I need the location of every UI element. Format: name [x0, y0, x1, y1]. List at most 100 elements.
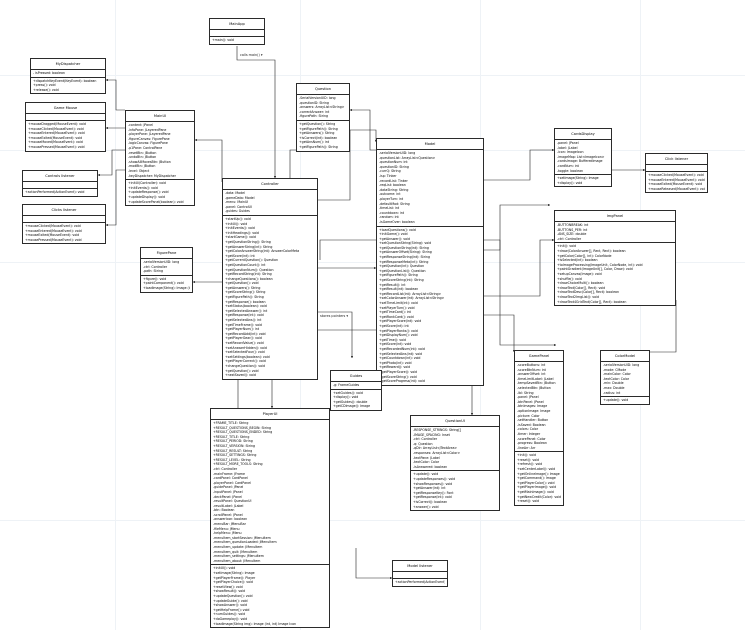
class-method: +setCenterLabel(): void [517, 467, 556, 472]
class-method: +setAnswerHidden(): void [225, 345, 267, 350]
method-list: +loadQuestions(): void+initGame(): void+… [377, 225, 483, 385]
class-attribute: -mode: CMode [603, 367, 627, 372]
class-attribute: -btnPanel: JPanel [517, 399, 544, 404]
class-box-mainapp[interactable]: MainApp+main(): void [209, 18, 265, 45]
class-name: Question [297, 84, 349, 95]
class-attribute: -answers: ArrayList<String> [299, 105, 345, 110]
class-method: +setColorAnswer(int): ArrayList<String> [379, 296, 445, 301]
class-name: Controls listener [23, 171, 97, 182]
class-attribute: -RESPONSE_STRINGS: String[] [413, 428, 461, 432]
class-method: +getScoreString(int): String [379, 278, 424, 283]
class-attribute: -lbl: String [517, 390, 534, 395]
class-box-questionui[interactable]: QuestionUI-RESPONSE_STRINGS: String[]-IM… [410, 415, 500, 512]
class-method: +getSelectedAns(int): void [379, 351, 423, 356]
class-attribute: -panel: JPanel [517, 395, 539, 400]
class-box-clicklistener2[interactable]: Click listener+mouseClicked(MouseEvent):… [645, 153, 708, 194]
class-method: +getDisplayNum(): void [379, 333, 418, 338]
attribute-list: -panel: JPanel-label: JLabel-icon: Image… [555, 140, 611, 174]
class-attribute: -textColor: Color [603, 376, 630, 381]
class-method: +showResponses(): void [413, 481, 453, 486]
attribute-list: -data: Model-gameData: Model-menu: MainU… [223, 190, 317, 215]
class-method: +actionPerformed(ActionEvent): void [25, 190, 85, 194]
class-attribute: -modBtn: JButton [128, 164, 156, 169]
class-box-model[interactable]: Model-serialVersionUID: long-questionLis… [376, 138, 484, 386]
class-method: +getPlayerColor(): void [517, 480, 555, 485]
class-method: +getAnswer(): void [379, 236, 410, 241]
class-method: +getMainImage(): void [517, 490, 554, 495]
class-attribute: -fileMenu: JMenu [213, 526, 240, 531]
class-attribute: -picture: Color [517, 413, 540, 418]
class-attribute: -ctrl: Controller [413, 437, 438, 442]
class-box-clickslistener[interactable]: Clicks listener+mouseClicked(MouseEvent)… [22, 204, 106, 245]
class-attribute: -scoreButtons: int [517, 363, 546, 367]
class-method: +getAnswers(): String [299, 131, 335, 136]
class-method: +getAnswers(): String [225, 285, 261, 290]
class-box-colormodel[interactable]: ColorModel-serialVersionUID: long-mode: … [600, 350, 650, 405]
method-list: +init(): void+reset(): void+refresh(): v… [515, 451, 563, 505]
class-box-controlslistener[interactable]: Controls listener +actionPerformed(Action… [22, 170, 98, 197]
class-method: +mousePressed(MouseEvent): void [28, 144, 85, 149]
class-method: +initUI(): void [213, 566, 236, 571]
class-method: +getAnswer(int): int [413, 486, 446, 491]
class-box-mydispatcher[interactable]: MyDispatcher- isPressed: boolean+dispatc… [30, 58, 106, 95]
class-attribute: +RESULT_MORE_TOOLS: String [213, 462, 263, 467]
class-name: MainUI [126, 111, 194, 122]
class-box-gamemouse[interactable]: Game Mouse+mouseDragged(MouseEvent): voi… [25, 102, 106, 152]
class-attribute: +RESULT_RESULT: String [213, 448, 253, 453]
class-method: +getFigurePath(): String [299, 144, 338, 149]
class-box-cardsdisplay[interactable]: CardsDisplay-panel: JPanel-label: JLabel… [554, 128, 612, 188]
class-box-gamepanel[interactable]: GamePanel-scoreButtons: int-scoreBtnNum:… [514, 350, 564, 506]
class-attribute: -questionList: ArrayList<Question> [379, 155, 436, 160]
class-method: +getNewCredit(Color): void [517, 494, 561, 499]
class-attribute: -recordList: Tinker [379, 178, 408, 183]
class-attribute: -menuItem_startSession: JMenuItem [213, 535, 271, 540]
class-method: +getReward(): void [379, 365, 411, 370]
class-box-figurepane[interactable]: FigurePane-serialVersionUID: long-ctrl: … [140, 247, 193, 293]
class-method: +getResult(int): boolean [379, 287, 419, 292]
class-method: +showAnswer(): void [213, 603, 247, 608]
class-method: +setSettings(boolean): void [225, 354, 270, 359]
class-method: +mouseReleased(MouseEvent): void [648, 186, 705, 191]
class-attribute: -panel: ControlUI [225, 204, 252, 209]
class-attribute: +RESULT_SETTINGS: String [213, 453, 257, 458]
class-box-mainui[interactable]: MainUI-content: JPanel-infoPane: JLayere… [125, 110, 195, 207]
class-attribute: -menuItem_about: JMenuItem [213, 558, 261, 563]
class-method: +getCurrentQuestion(): Question [225, 258, 278, 263]
class-attribute: -progress: Boolean [517, 441, 547, 446]
class-method: +mouseClicked(MouseEvent): void [648, 173, 704, 177]
class-box-imgpanel[interactable]: ImgPanel-BUTTONBREAK: int-BUTTONS_PER: i… [554, 210, 676, 307]
class-name: ImgPanel [555, 211, 675, 222]
class-box-guides[interactable]: Guides-g: FrameGuides+setGuides(): void+… [330, 370, 382, 411]
link-mainapp-controller [236, 46, 277, 179]
class-attribute: -p1Pane: ControlPane [128, 145, 163, 150]
class-box-playerui[interactable]: PlayerUI+FRAME_TITLE: String+RESULT_QUES… [210, 408, 330, 629]
class-method: +drawText(Color[], Rect): void [557, 285, 606, 290]
class-box-modelistener[interactable]: Model listener+actionPerformed(ActionEve… [392, 560, 448, 587]
class-attribute: -g: FrameGuides [333, 383, 360, 387]
class-method: +updateDisplay(): void [128, 194, 165, 199]
attribute-list: -serialVersionUID: long-questionList: Ar… [377, 150, 483, 226]
class-box-controller[interactable]: Controller-data: Model-gameData: Model-m… [222, 178, 318, 380]
class-method: +showResult(): void [213, 589, 246, 594]
class-method: +getPlayerRanks(): void [379, 328, 418, 333]
class-attribute: -figureCanvas: FigurePane [128, 136, 170, 141]
class-attribute: -menuItem_update: JMenuItem [213, 545, 263, 550]
class-box-question[interactable]: Question-SerialVersionUID: long-question… [296, 83, 350, 152]
class-method: +setTimeLimit(int): void [379, 301, 418, 305]
class-method: +drawChoiceMulti(): boolean [557, 281, 604, 286]
class-attribute: -questionNum: int [379, 160, 408, 165]
class-attribute: -keyDispatcher: MyDispatcher [128, 173, 176, 178]
attribute-list: -BUTTONBREAK: int-BUTTONS_PER: int-ANS_S… [555, 222, 675, 242]
class-method: +loadImage(String): Image (int, int) [143, 285, 190, 290]
class-attribute: -dataString: String [379, 187, 409, 192]
class-method: +press(): void [33, 83, 56, 88]
method-list: +mouseDragged(MouseEvent): void+mouseCli… [26, 120, 105, 151]
class-attribute: -timeLimitLabel: JLabel [517, 376, 554, 381]
class-attribute: -lineArr: Arr [517, 445, 536, 450]
class-method: +setStatus(boolean): void [225, 304, 267, 309]
class-attribute: -serialVersionUID: long [603, 363, 640, 367]
class-attribute: -playerTurn: int [379, 196, 404, 201]
class-attribute: +RESULT_QUESTIONS_BEGIN: String [213, 425, 272, 430]
